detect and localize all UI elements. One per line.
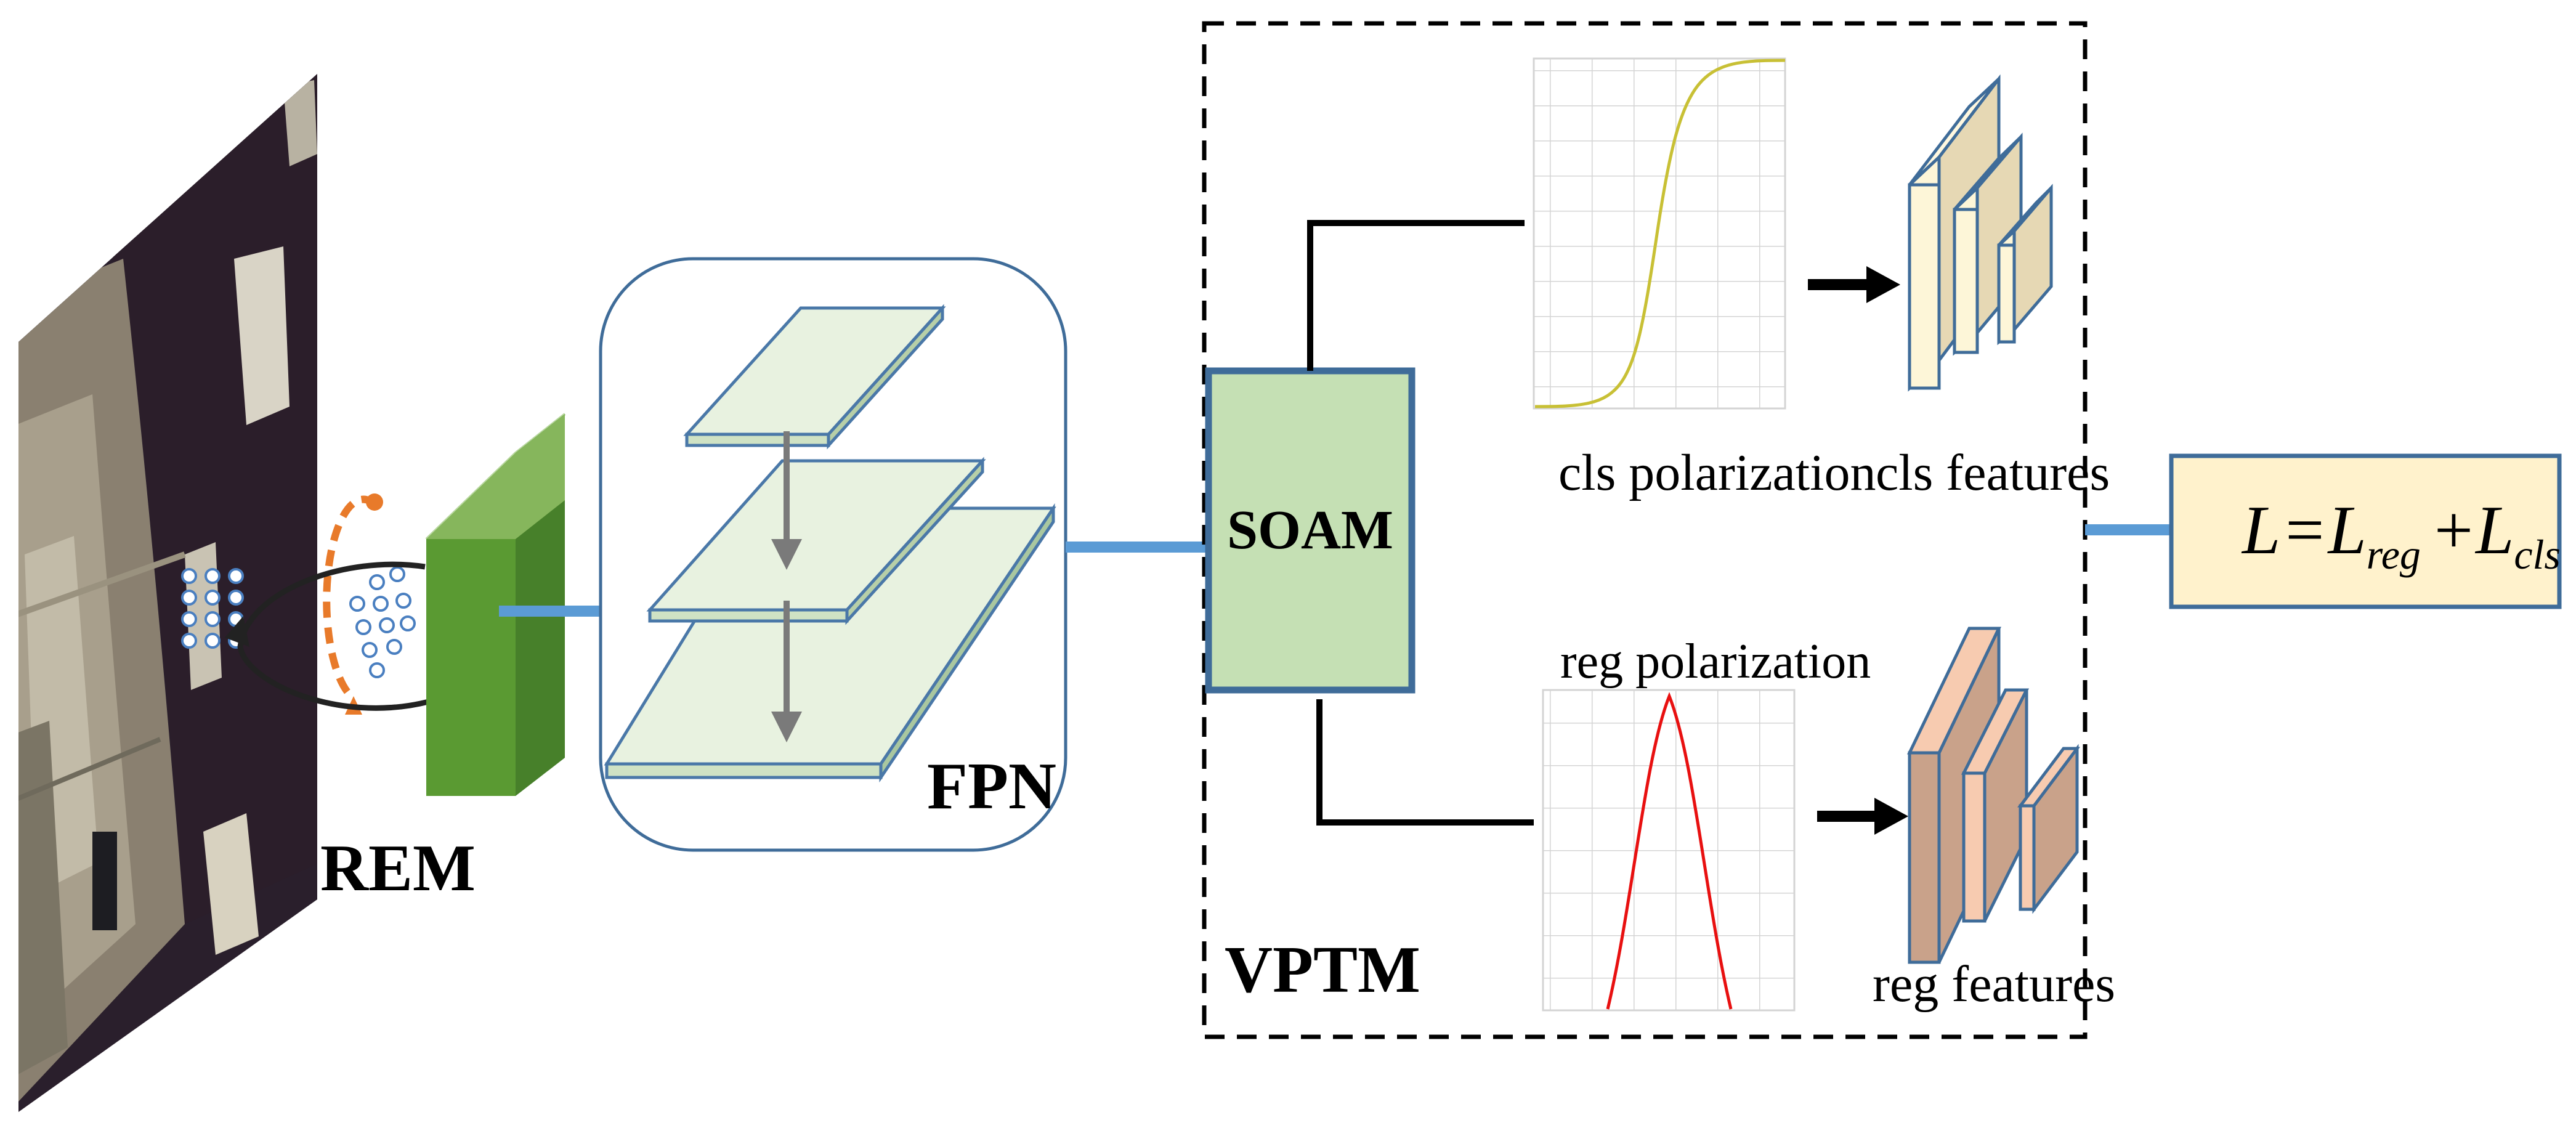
soam-label: SOAM	[1227, 500, 1393, 561]
fpn-label: FPN	[927, 750, 1056, 823]
branch-reg-line	[1316, 699, 1534, 826]
cls-polarization-plot	[1533, 57, 1786, 410]
fpn-topdown-arrows	[771, 431, 802, 742]
cls-polarization-label: cls polarization	[1558, 444, 1876, 501]
cls-features-blocks	[1908, 74, 2053, 392]
reg-polarization-label: reg polarization	[1560, 635, 1871, 689]
soam-box	[1205, 367, 1416, 694]
reg-features-blocks	[1907, 627, 2081, 964]
reg-features-label: reg features	[1873, 956, 2115, 1013]
reg-polarization-plot	[1542, 689, 1796, 1012]
branch-cls-line	[1307, 220, 1525, 371]
rem-feature-block	[425, 413, 566, 796]
rem-label: REM	[320, 832, 476, 905]
aerial-harbor-image	[18, 74, 317, 1112]
rotation-arrows-icon	[225, 493, 439, 715]
loss-formula: L=Lreg+Lcls	[2241, 492, 2561, 578]
fpn-pyramid	[604, 304, 1056, 783]
anchor-dots	[181, 568, 244, 649]
loss-box	[2169, 453, 2562, 609]
reg-arrow	[1817, 798, 1908, 835]
cls-features-label: cls features	[1876, 444, 2110, 501]
vptm-label: VPTM	[1225, 933, 1420, 1007]
cls-arrow	[1808, 266, 1900, 303]
